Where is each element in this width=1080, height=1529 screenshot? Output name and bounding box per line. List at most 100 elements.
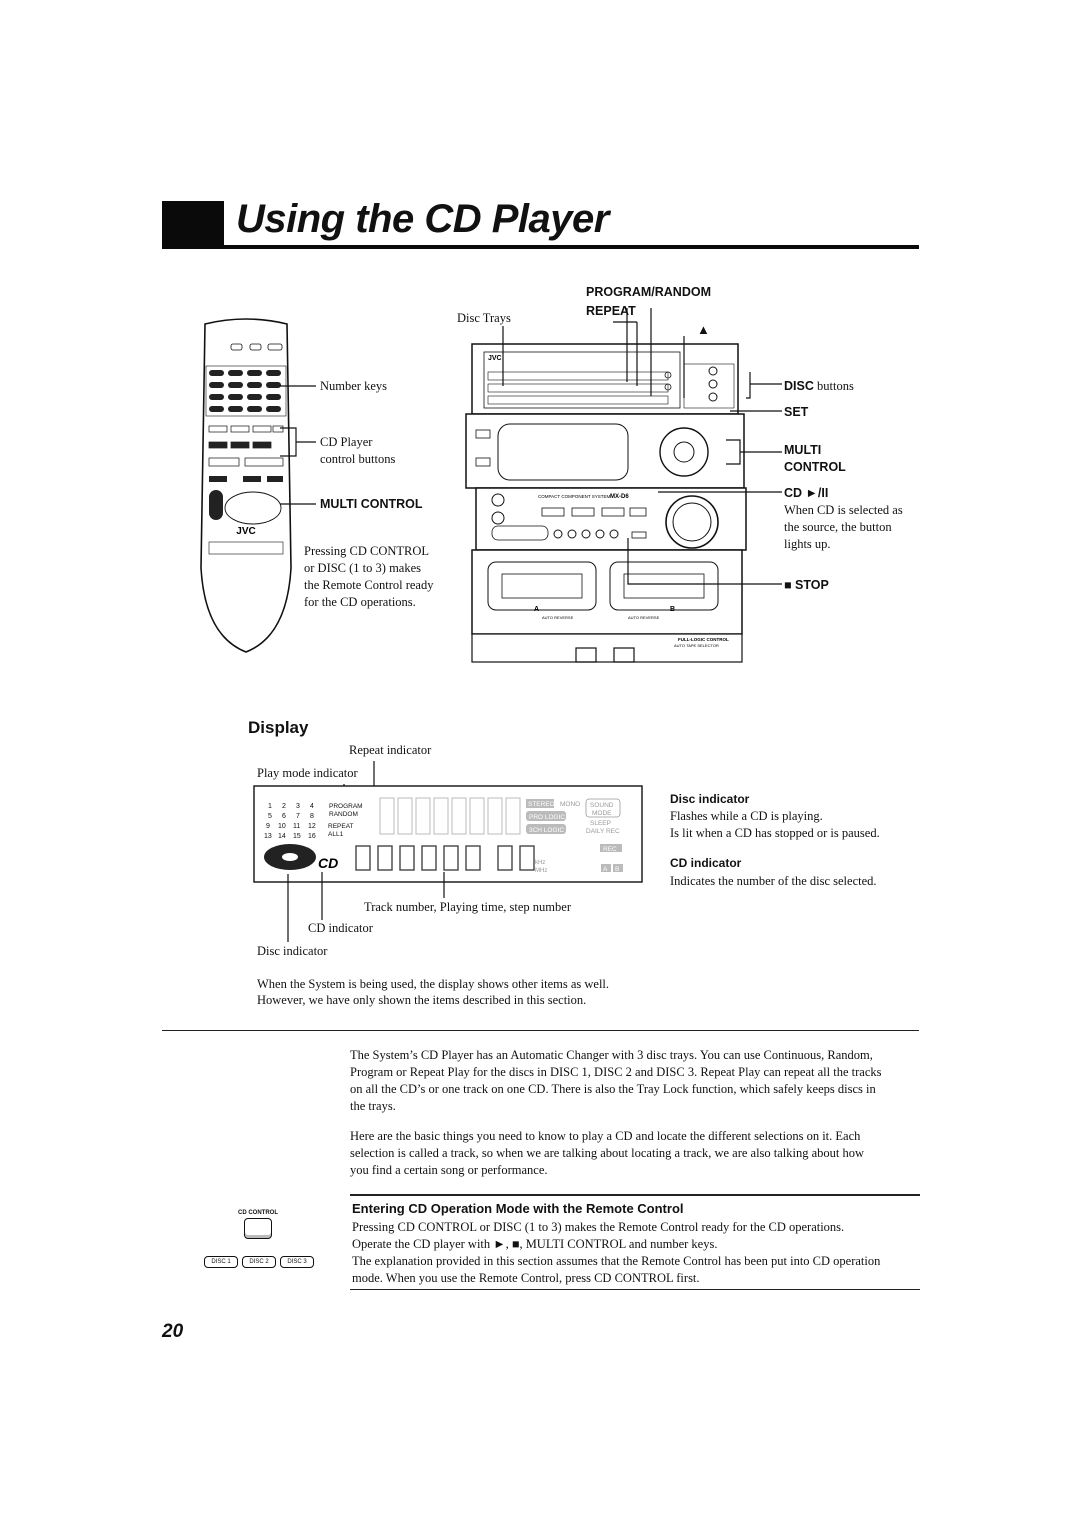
label-repeat-indicator: Repeat indicator (349, 743, 432, 757)
main-unit-illustration: JVC COMPACT COMPONENT SYSTEM MX-D6 A B A… (465, 343, 747, 663)
intro-p2-l3: you find a certain song or performance. (350, 1163, 548, 1177)
cd-note-3: lights up. (784, 537, 831, 551)
label-track-number: Track number, Playing time, step number (364, 900, 571, 914)
intro-p2-l1: Here are the basic things you need to kn… (350, 1129, 861, 1143)
intro-p1-l3: on all the CD’s or one track on one CD. … (350, 1082, 876, 1096)
label-play-mode-indicator: Play mode indicator (257, 766, 358, 780)
disc-indicator-heading: Disc indicator (670, 792, 750, 806)
lcd-n3: 3 (296, 803, 300, 810)
lcd-ab-b: B (615, 866, 619, 873)
lcd-display-illustration: 1 2 3 4 5 6 7 8 9 10 11 12 13 14 15 16 P… (253, 761, 643, 942)
remote-callout-lines (280, 385, 316, 505)
remote-note-1: Pressing CD CONTROL (304, 544, 430, 558)
lcd-mode: MODE (592, 810, 612, 817)
lcd-n9: 9 (266, 823, 270, 830)
title-block-marker (162, 201, 224, 245)
label-cd-player-2: control buttons (320, 452, 396, 466)
label-cd-indicator-fig: CD indicator (308, 921, 373, 935)
lcd-n11: 11 (293, 823, 300, 830)
unit-cassette-a: A (534, 606, 539, 613)
remote-brand: JVC (236, 526, 255, 537)
lcd-khz: kHz (535, 860, 545, 866)
label-program-random: PROGRAM/RANDOM (586, 285, 711, 299)
lcd-n7: 7 (296, 813, 300, 820)
intro-p2-l2: selection is called a track, so when we … (350, 1146, 865, 1160)
unit-auto-reverse-a: AUTO REVERSE (542, 615, 574, 620)
label-set: SET (784, 405, 809, 419)
cd-control-button[interactable] (244, 1218, 272, 1239)
unit-model: MX-D6 (610, 494, 629, 500)
lcd-n16: 16 (308, 833, 316, 840)
unit-cassette-b: B (670, 606, 675, 613)
lcd-n2: 2 (282, 803, 286, 810)
label-multi-control-left: MULTI CONTROL (320, 497, 423, 511)
remote-note-2: or DISC (1 to 3) makes (304, 561, 421, 575)
label-stop: ■ STOP (784, 578, 829, 592)
remote-note-4: for the CD operations. (304, 595, 416, 609)
lcd-sound: SOUND (590, 802, 614, 809)
lcd-n4: 4 (310, 803, 314, 810)
remote-section-rule-bottom (350, 1289, 920, 1290)
unit-auto-tape: AUTO TAPE SELECTOR (674, 643, 719, 648)
lcd-n14: 14 (278, 833, 286, 840)
lcd-stereo: STEREO (528, 801, 555, 808)
unit-full-logic: FULL-LOGIC CONTROL (678, 637, 729, 642)
eject-icon: ▲ (697, 322, 710, 337)
remote-line-2: Operate the CD player with ►, ■, MULTI C… (352, 1237, 718, 1251)
lcd-mhz: MHz (535, 868, 547, 874)
lcd-n5: 5 (268, 813, 272, 820)
unit-ccs: COMPACT COMPONENT SYSTEM (538, 494, 611, 499)
system-note-2: However, we have only shown the items de… (257, 993, 587, 1007)
lcd-pro-logic: PRO LOGIC (529, 814, 565, 821)
lcd-random: RANDOM (329, 811, 358, 818)
lcd-all1: ALL1 (328, 831, 344, 838)
lcd-cd-indicator: CD (318, 855, 338, 871)
lcd-sleep: SLEEP (590, 820, 611, 827)
intro-p1-l4: the trays. (350, 1099, 396, 1113)
label-disc-indicator-fig: Disc indicator (257, 944, 328, 958)
label-cd-play-pause: CD ►/II (784, 486, 829, 500)
remote-control-illustration: JVC (200, 318, 292, 653)
remote-line-3: The explanation provided in this section… (352, 1254, 881, 1268)
cd-note-2: the source, the button (784, 520, 892, 534)
unit-brand: JVC (488, 355, 502, 362)
cd-control-label: CD CONTROL (238, 1210, 278, 1216)
intro-p1-l1: The System’s CD Player has an Automatic … (350, 1048, 873, 1062)
intro-p1-l2: Program or Repeat Play for the discs in … (350, 1065, 882, 1079)
lcd-ab-a: A (603, 866, 608, 873)
lcd-n12: 12 (308, 823, 316, 830)
disc3-button[interactable]: DISC 3 (280, 1256, 314, 1268)
display-heading: Display (248, 718, 309, 737)
lcd-n15: 15 (293, 833, 301, 840)
lcd-n8: 8 (310, 813, 314, 820)
remote-line-4: mode. When you use the Remote Control, p… (352, 1271, 700, 1285)
lcd-daily-rec: DAILY REC (586, 828, 620, 835)
lcd-program: PROGRAM (329, 803, 363, 810)
disc1-button[interactable]: DISC 1 (204, 1256, 238, 1268)
disc2-button[interactable]: DISC 2 (242, 1256, 276, 1268)
remote-line-1: Pressing CD CONTROL or DISC (1 to 3) mak… (352, 1220, 845, 1234)
label-control: CONTROL (784, 460, 846, 474)
cd-indicator-heading: CD indicator (670, 856, 742, 870)
label-cd-player-1: CD Player (320, 435, 373, 449)
cd-indicator-text: Indicates the number of the disc selecte… (670, 874, 877, 888)
lcd-3ch-logic: 3CH LOGIC (529, 827, 564, 834)
unit-auto-reverse-b: AUTO REVERSE (628, 615, 660, 620)
label-disc-trays: Disc Trays (457, 311, 511, 325)
title-rule (162, 245, 919, 249)
lcd-repeat: REPEAT (328, 823, 354, 830)
lcd-mono: MONO (560, 801, 580, 808)
remote-note-3: the Remote Control ready (304, 578, 434, 592)
remote-section-body: Pressing CD CONTROL or DISC (1 to 3) mak… (352, 1219, 922, 1287)
lcd-n6: 6 (282, 813, 286, 820)
disc-indicator-text-2: Is lit when a CD has stopped or is pause… (670, 826, 880, 840)
remote-section-rule-top (350, 1194, 920, 1196)
page-title: Using the CD Player (236, 197, 609, 241)
section-rule (162, 1030, 919, 1031)
disc-indicator-text-1: Flashes while a CD is playing. (670, 809, 823, 823)
label-disc-buttons-bold: DISC (784, 379, 814, 393)
intro-para-1: The System’s CD Player has an Automatic … (350, 1047, 920, 1115)
label-disc-buttons-rest: buttons (813, 379, 854, 393)
lcd-n13: 13 (264, 833, 272, 840)
cd-note-1: When CD is selected as (784, 503, 903, 517)
